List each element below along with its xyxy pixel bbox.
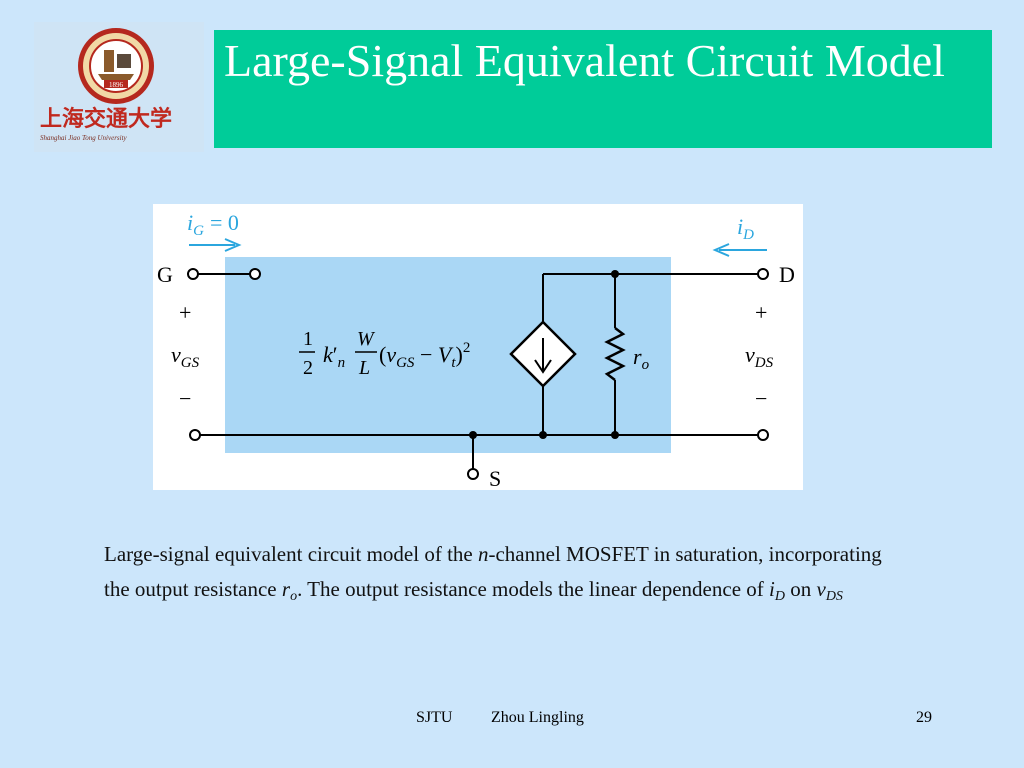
id-arrow-head [712,243,730,257]
circuit-diagram: iG= 0 iD G D S [157,210,795,491]
logo-chinese-name: 上海交通大学 [40,106,172,131]
vds-plus: + [755,300,767,325]
cs-arrow-head [534,359,552,374]
right-bottom-terminal [757,429,769,441]
caption-text-2: -channel MOSFET in saturation, incorpora… [104,542,882,601]
gate-label: G [157,262,173,287]
vgs-plus: + [179,300,191,325]
ro-resistor [604,327,626,381]
emblem-book [98,74,134,80]
caption-text-1: Large-signal equivalent circuit model of… [104,542,478,566]
page-number: 29 [916,709,932,726]
drain-terminal [757,268,769,280]
source-label: S [489,466,501,490]
vds-label: vDS [745,342,774,371]
logo-english-name: Shanghai Jiao Tong University [40,134,128,142]
caption-v-sub: DS [825,589,843,604]
id-label: iD [737,214,754,243]
emblem-year-plate [104,80,128,88]
university-logo: 1896 上海交通大学 Shanghai Jiao Tong Universit… [34,22,204,152]
emblem-year: 1896 [109,81,124,89]
gate-open-end [249,268,261,280]
footer-org: SJTU [416,709,453,726]
vgs-label: vGS [171,342,200,371]
ig-arrow-head [224,238,242,252]
caption-v: v [816,577,826,601]
emblem-tower [104,50,114,72]
half-numerator: 1 [303,328,313,350]
w-numerator: W [357,328,376,350]
slide-title: Large-Signal Equivalent Circuit Model [224,35,945,86]
caption-i-sub: D [774,589,785,604]
circuit-figure: iG= 0 iD G D S [153,204,803,491]
caption-r-sub: o [290,589,298,604]
vgs-minus: − [179,386,191,411]
source-expression: 1 2 k′n W L (vGS − Vt)2 [299,328,470,379]
source-terminal [467,468,479,480]
caption-n: n [477,542,489,566]
kn-prime: k′n [323,342,345,371]
caption-text-3: . The output resistance models the linea… [297,577,770,601]
device-region [225,257,671,453]
caption-i: i [769,577,775,601]
vds-minus: − [755,386,767,411]
ig-label: iG= 0 [187,210,239,239]
emblem-anvil [117,54,131,68]
university-emblem-icon: 1896 上海交通大学 Shanghai Jiao Tong Universit… [40,28,172,142]
left-bottom-terminal [189,429,201,441]
figure-caption: Large-signal equivalent circuit model of… [104,537,904,607]
vgs-minus-vt: (vGS − Vt)2 [379,340,470,371]
title-bar: Large-Signal Equivalent Circuit Model [214,30,992,148]
gate-terminal [187,268,199,280]
caption-r: r [281,577,291,601]
ro-label: ro [633,344,650,373]
drain-label: D [779,262,795,287]
half-denominator: 2 [303,357,313,379]
caption-text-4: on [784,577,817,601]
footer-author: Zhou Lingling [491,709,584,726]
l-denominator: L [358,357,370,379]
